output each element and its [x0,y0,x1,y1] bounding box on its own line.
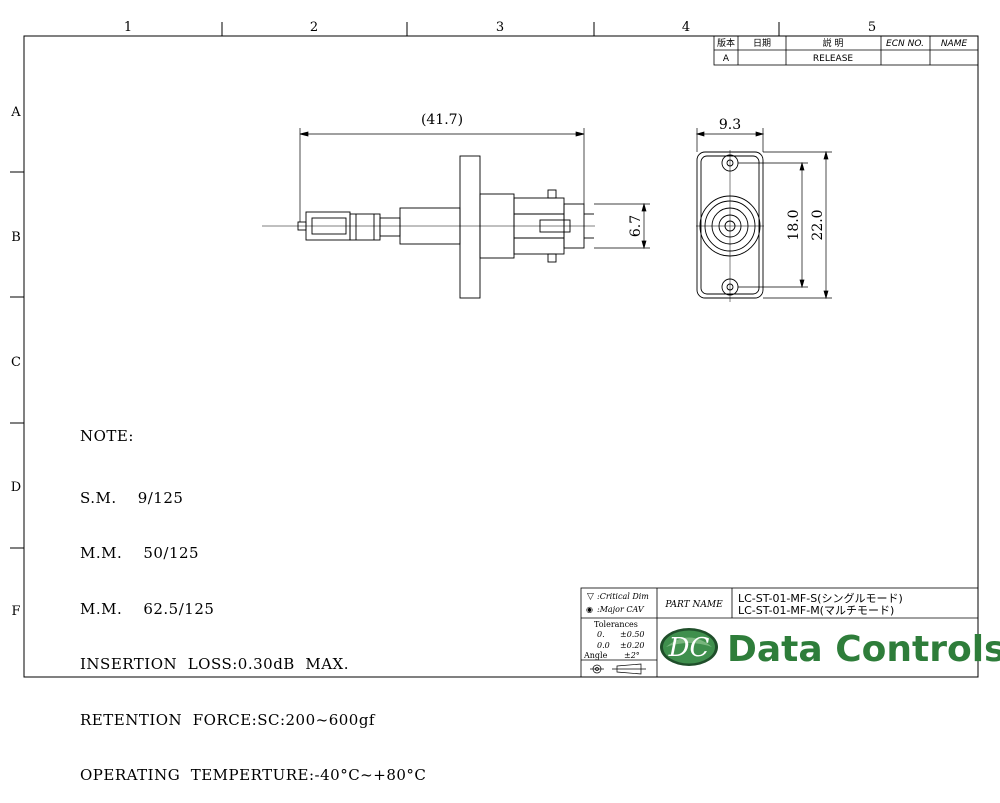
rev-header-ecn: ECN NO. [886,39,924,49]
notes-line-5: RETENTION FORCE:SC:200~600gf [80,710,375,729]
company-name: Data Controls [727,629,1000,670]
rev-version: A [723,54,730,64]
notes-line-6: OPERATING TEMPERTURE:-40°C~+80°C [80,766,427,784]
rev-header-name: NAME [941,39,968,49]
notes-line-2: M.M. 50/125 [80,544,200,562]
dimension-hole-pitch [738,161,808,289]
logo-initials: DC [668,633,710,663]
notes-line-4: INSERTION LOSS:0.30dB MAX. [80,655,349,673]
dimension-width [695,128,765,152]
major-dim-label: :Major CAV [597,605,645,614]
side-view [262,155,595,299]
projection-symbol-icon [590,663,646,675]
tol-format-1: 0. [597,630,605,639]
angle-value: ±2° [624,651,640,660]
critical-dim-symbol: ▽ [587,592,594,602]
drawing-sheet: 1 2 3 4 5 A B C D F 版本 日期 説 明 ECN NO. NA… [10,20,1000,678]
dimension-ferrule [594,202,650,250]
rev-description: RELEASE [813,54,854,64]
major-dim-symbol: ◉ [586,605,593,614]
row-label-f: F [11,604,20,619]
notes-heading: NOTE: [80,427,134,445]
part-name-label: PART NAME [664,600,723,610]
company-logo: DC [660,628,718,666]
row-label-b: B [11,230,21,245]
column-label-2: 2 [310,20,318,35]
dimension-hole-pitch-label: 18.0 [786,209,802,240]
column-label-5: 5 [868,20,876,35]
part-name-multi-mode: LC-ST-01-MF-M(マルチモード) [738,604,894,617]
left-ticks [10,171,24,549]
notes-line-1: S.M. 9/125 [80,488,184,507]
dimension-ferrule-label: 6.7 [628,215,644,237]
column-label-3: 3 [496,20,504,35]
title-block [580,587,979,678]
notes-line-3: M.M. 62.5/125 [80,599,215,618]
sheet-frame [23,35,979,678]
column-label-4: 4 [682,20,690,35]
tol-format-2: 0.0 [597,641,610,650]
critical-dim-label: :Critical Dim [597,592,649,601]
tol-value-1: ±0.50 [620,630,645,639]
rev-header-description: 説 明 [823,37,844,49]
row-label-a: A [10,105,21,120]
tolerances-label: Tolerances [594,620,638,629]
notes-block: NOTE: S.M. 9/125 M.M. 50/125 M.M. 62.5/1… [80,390,426,803]
part-name-single-mode: LC-ST-01-MF-S(シングルモード) [738,591,903,605]
dimension-height [763,150,832,300]
top-ticks [221,22,780,36]
angle-label: Angle [583,651,608,660]
dimension-length-label: (41.7) [421,112,463,128]
front-view [696,150,764,302]
rev-header-date: 日期 [753,38,771,49]
revision-table: 版本 日期 説 明 ECN NO. NAME A RELEASE [713,35,979,66]
row-label-d: D [11,480,21,495]
dimension-height-label: 22.0 [810,209,826,240]
column-label-1: 1 [124,20,132,35]
dimension-length [299,128,585,222]
rev-header-version: 版本 [717,37,735,49]
tol-value-2: ±0.20 [620,641,645,650]
dimension-width-label: 9.3 [719,117,741,133]
row-label-c: C [11,355,21,370]
